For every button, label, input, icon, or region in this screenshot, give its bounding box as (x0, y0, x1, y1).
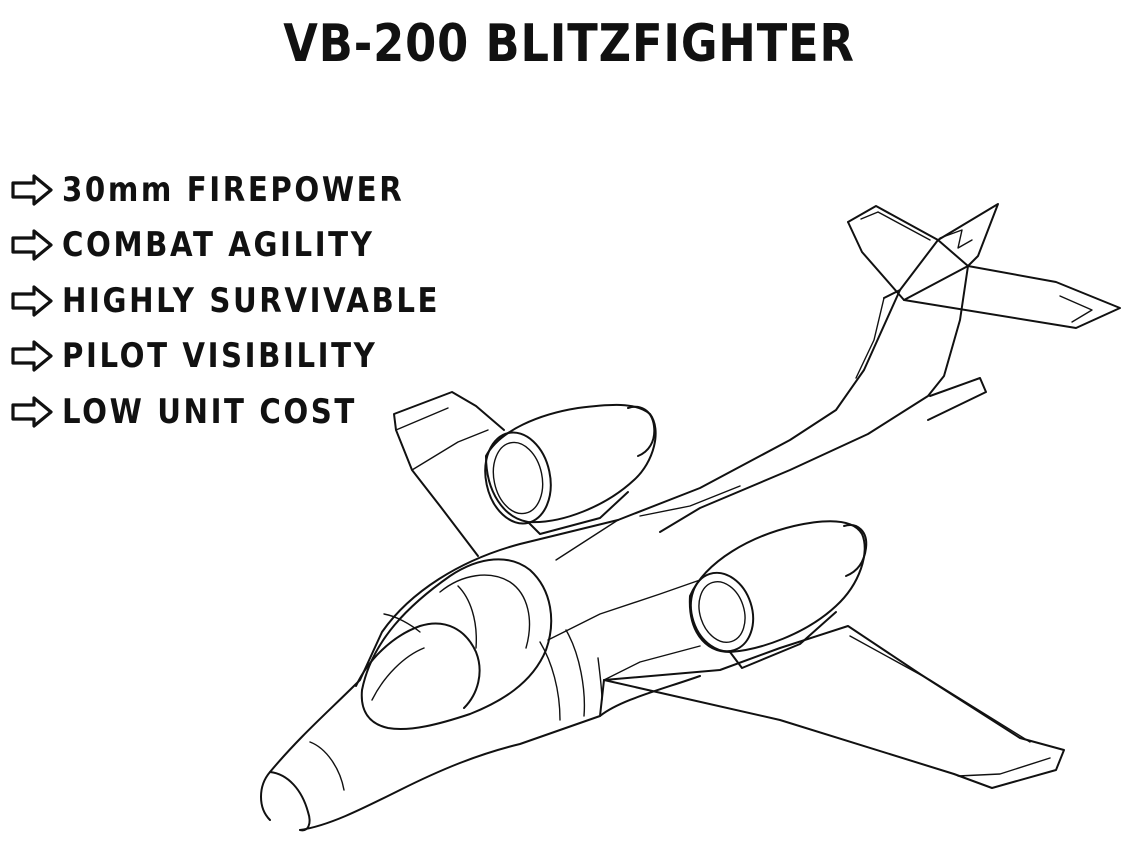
canopy (355, 558, 553, 731)
feature-label: 30mm FIREPOWER (62, 169, 405, 210)
feature-item: PILOT VISIBILITY (10, 329, 502, 385)
feature-list: 30mm FIREPOWER COMBAT AGILITY HIGHLY SUR… (10, 162, 502, 440)
arrow-right-icon (11, 229, 53, 261)
right-engine-nacelle (688, 520, 868, 669)
feature-label: PILOT VISIBILITY (62, 336, 378, 377)
feature-item: HIGHLY SURVIVABLE (10, 273, 502, 329)
arrow-right-icon (11, 174, 53, 206)
feature-label: COMBAT AGILITY (62, 225, 375, 266)
left-wing (393, 391, 505, 557)
feature-item: 30mm FIREPOWER (10, 162, 502, 218)
feature-label: HIGHLY SURVIVABLE (62, 280, 441, 321)
arrow-right-icon (11, 396, 53, 428)
arrow-right-icon (11, 340, 53, 372)
vertical-tail-fin (847, 203, 999, 267)
forward-fuselage (260, 519, 701, 832)
feature-item: COMBAT AGILITY (10, 218, 502, 274)
feature-item: LOW UNIT COST (10, 384, 502, 440)
feature-label: LOW UNIT COST (62, 391, 357, 432)
right-wing (603, 625, 1065, 789)
arrow-right-icon (11, 285, 53, 317)
left-engine-nacelle (484, 403, 657, 535)
horizontal-stabilizer (847, 221, 1121, 329)
page-title: VB-200 BLITZFIGHTER (283, 14, 855, 74)
rear-fuselage (617, 289, 901, 521)
